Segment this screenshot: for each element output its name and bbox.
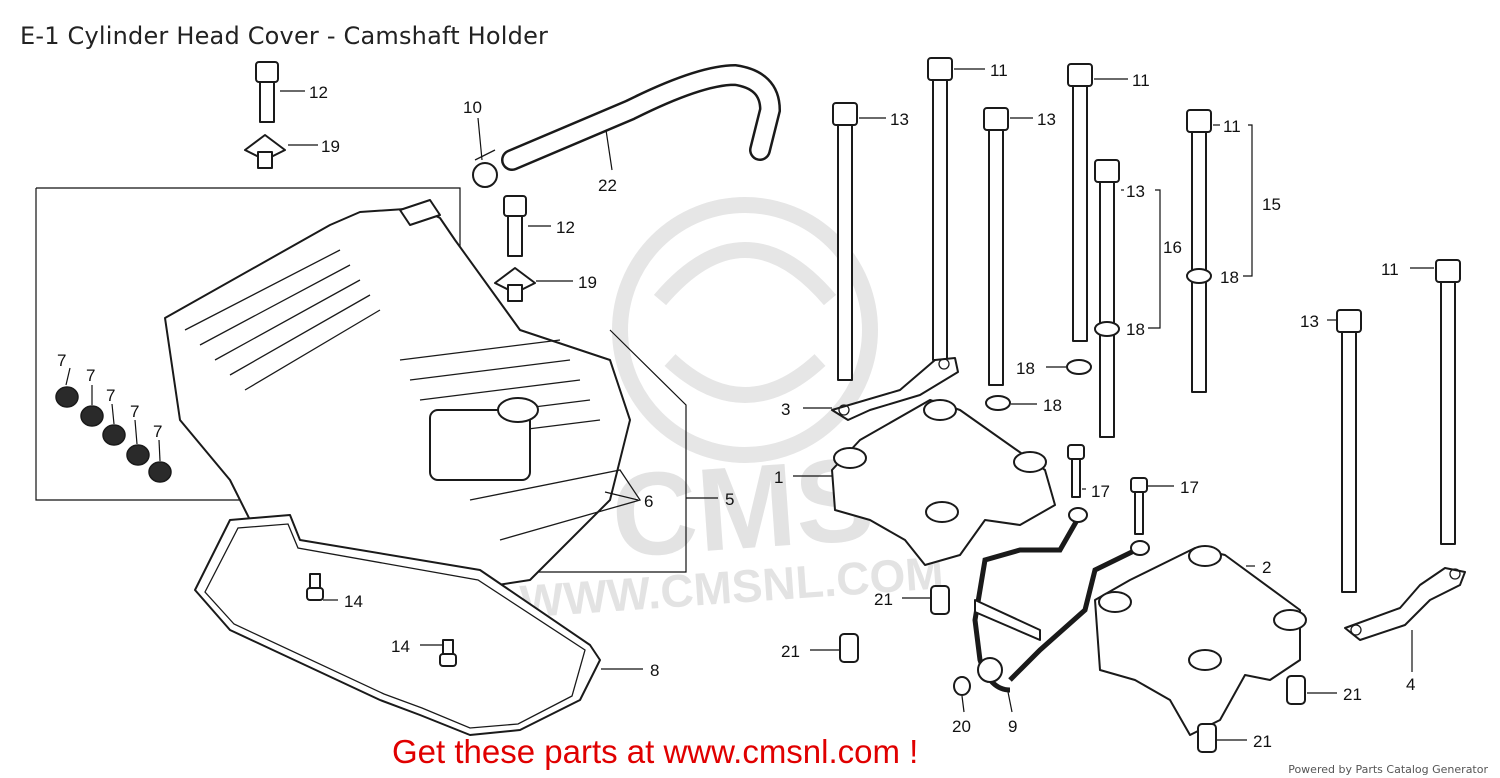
callout-13: 13 bbox=[890, 110, 909, 129]
callout-21: 21 bbox=[781, 642, 800, 661]
callout-15: 15 bbox=[1262, 195, 1281, 214]
callout-18: 18 bbox=[1220, 268, 1239, 287]
callout-21: 21 bbox=[1343, 685, 1362, 704]
callout-11: 11 bbox=[990, 61, 1008, 80]
o-ring[interactable] bbox=[953, 676, 971, 696]
cam-chain-stopper-4[interactable] bbox=[1344, 567, 1466, 641]
callout-20: 20 bbox=[952, 717, 971, 736]
stud-bolt-15[interactable] bbox=[1186, 109, 1212, 393]
callout-21: 21 bbox=[1253, 732, 1272, 751]
callout-14: 14 bbox=[344, 592, 363, 611]
washer-18-set[interactable] bbox=[985, 268, 1212, 411]
callout-9: 9 bbox=[1008, 717, 1017, 736]
stud-bolt-13-c[interactable] bbox=[1336, 309, 1362, 593]
footer-credit: Powered by Parts Catalog Generator bbox=[1288, 763, 1488, 776]
stud-bolt-11-b[interactable] bbox=[1067, 63, 1093, 342]
callout-19: 19 bbox=[321, 137, 340, 156]
stud-bolt-13-b[interactable] bbox=[983, 107, 1009, 386]
stud-bolt-11-a[interactable] bbox=[927, 57, 953, 361]
callout-labels: 12 19 10 22 12 19 13 11 13 11 13 16 18 1… bbox=[57, 61, 1415, 751]
bolt-17-right[interactable] bbox=[1130, 477, 1148, 535]
stud-bolt-16[interactable] bbox=[1094, 159, 1120, 438]
bolt-17-left[interactable] bbox=[1067, 444, 1085, 498]
watermark-mascot-icon bbox=[612, 197, 878, 463]
callout-12: 12 bbox=[309, 83, 328, 102]
callout-13: 13 bbox=[1300, 312, 1319, 331]
callout-7: 7 bbox=[106, 386, 115, 405]
callout-11: 11 bbox=[1223, 117, 1241, 136]
callout-11: 11 bbox=[1381, 260, 1399, 279]
callout-21: 21 bbox=[874, 590, 893, 609]
callout-7: 7 bbox=[153, 422, 162, 441]
callout-18: 18 bbox=[1043, 396, 1062, 415]
callout-2: 2 bbox=[1262, 558, 1271, 577]
callout-16: 16 bbox=[1163, 238, 1182, 257]
callout-17: 17 bbox=[1091, 482, 1110, 501]
callout-11: 11 bbox=[1132, 71, 1150, 90]
callout-12: 12 bbox=[556, 218, 575, 237]
callout-5: 5 bbox=[725, 490, 734, 509]
dowel-pin-set[interactable] bbox=[839, 585, 1306, 753]
camshaft-holder-1[interactable] bbox=[831, 399, 1056, 566]
stud-bolt-13-a[interactable] bbox=[832, 102, 858, 381]
breather-tube[interactable] bbox=[501, 63, 782, 171]
callout-1: 1 bbox=[774, 468, 783, 487]
stud-bolt-11-c[interactable] bbox=[1435, 259, 1461, 545]
oil-pipe[interactable] bbox=[972, 507, 1150, 693]
tube-clip[interactable] bbox=[472, 149, 498, 188]
callout-7: 7 bbox=[130, 402, 139, 421]
callout-18: 18 bbox=[1016, 359, 1035, 378]
callout-14: 14 bbox=[391, 637, 410, 656]
cam-chain-stopper-3[interactable] bbox=[831, 357, 959, 421]
camshaft-holder-2[interactable] bbox=[1094, 545, 1307, 736]
callout-6: 6 bbox=[644, 492, 653, 511]
callout-leaders bbox=[65, 68, 1434, 741]
callout-10: 10 bbox=[463, 98, 482, 117]
cylinder-head-cover[interactable] bbox=[164, 199, 642, 601]
callout-22: 22 bbox=[598, 176, 617, 195]
callout-8: 8 bbox=[650, 661, 659, 680]
grommet-set[interactable] bbox=[55, 386, 172, 483]
callout-7: 7 bbox=[57, 351, 66, 370]
washer-19-mid[interactable] bbox=[494, 267, 536, 302]
washer-19-top[interactable] bbox=[244, 134, 286, 169]
bolt-12-top[interactable] bbox=[255, 61, 279, 123]
callout-18: 18 bbox=[1126, 320, 1145, 339]
promo-link[interactable]: Get these parts at www.cmsnl.com ! bbox=[392, 733, 919, 770]
callout-4: 4 bbox=[1406, 675, 1415, 694]
callout-19: 19 bbox=[578, 273, 597, 292]
callout-13: 13 bbox=[1126, 182, 1145, 201]
callout-13: 13 bbox=[1037, 110, 1056, 129]
head-cover-gasket[interactable] bbox=[194, 514, 601, 736]
callout-7: 7 bbox=[86, 366, 95, 385]
callout-17: 17 bbox=[1180, 478, 1199, 497]
page-title: E-1 Cylinder Head Cover - Camshaft Holde… bbox=[20, 22, 549, 50]
bolt-14-lower[interactable] bbox=[439, 639, 457, 667]
callout-3: 3 bbox=[781, 400, 790, 419]
bolt-12-mid[interactable] bbox=[503, 195, 527, 257]
bolt-14-left[interactable] bbox=[306, 573, 324, 601]
